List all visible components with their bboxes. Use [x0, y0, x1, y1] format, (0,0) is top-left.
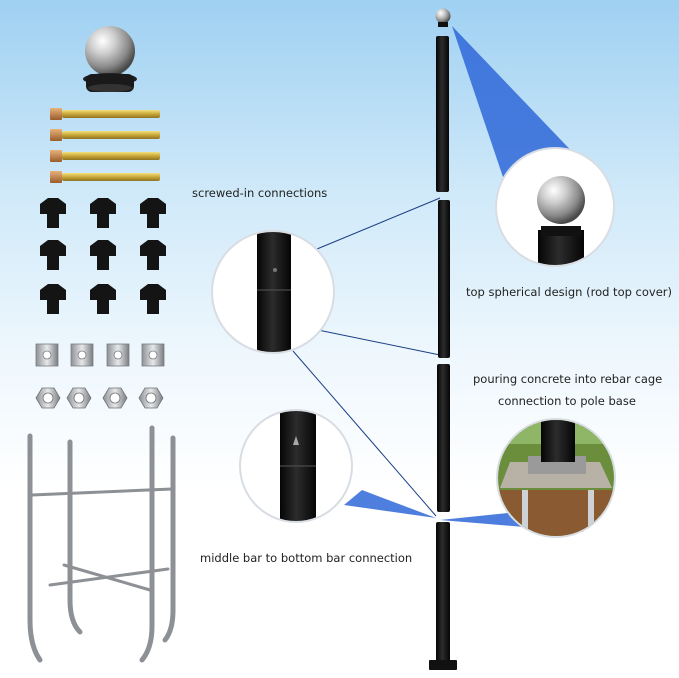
expansion-bolts	[50, 108, 160, 183]
beam-middle	[344, 490, 436, 518]
beam-top	[452, 26, 582, 186]
flagpole	[429, 8, 457, 670]
square-washers	[35, 343, 165, 367]
label-top-spherical-design: top spherical design (rod top cover)	[466, 285, 673, 299]
pole-segment-2	[438, 200, 450, 358]
hex-bolts	[40, 198, 166, 314]
pole-segment-4	[436, 522, 450, 662]
zoom-middle-connection	[239, 409, 353, 523]
ball-cap-part	[83, 26, 137, 92]
pole-segment-3	[437, 364, 450, 512]
rebar-cage	[27, 425, 176, 663]
label-middle-bottom-connection: middle bar to bottom bar connection	[200, 551, 413, 565]
zoom-top-ball	[495, 147, 615, 267]
leader-lines	[292, 197, 441, 517]
pole-ball	[435, 8, 451, 24]
label-pouring-concrete: pouring concrete into rebar cage	[473, 372, 663, 386]
hex-nuts	[35, 387, 164, 409]
zoom-concrete-base	[496, 418, 616, 538]
label-connection-pole-base: connection to pole base	[498, 394, 636, 408]
label-screwed-connections: screwed-in connections	[192, 186, 328, 200]
pole-base-plate	[429, 660, 457, 670]
zoom-screwed-connection	[211, 230, 335, 354]
pole-segment-1	[436, 36, 449, 192]
